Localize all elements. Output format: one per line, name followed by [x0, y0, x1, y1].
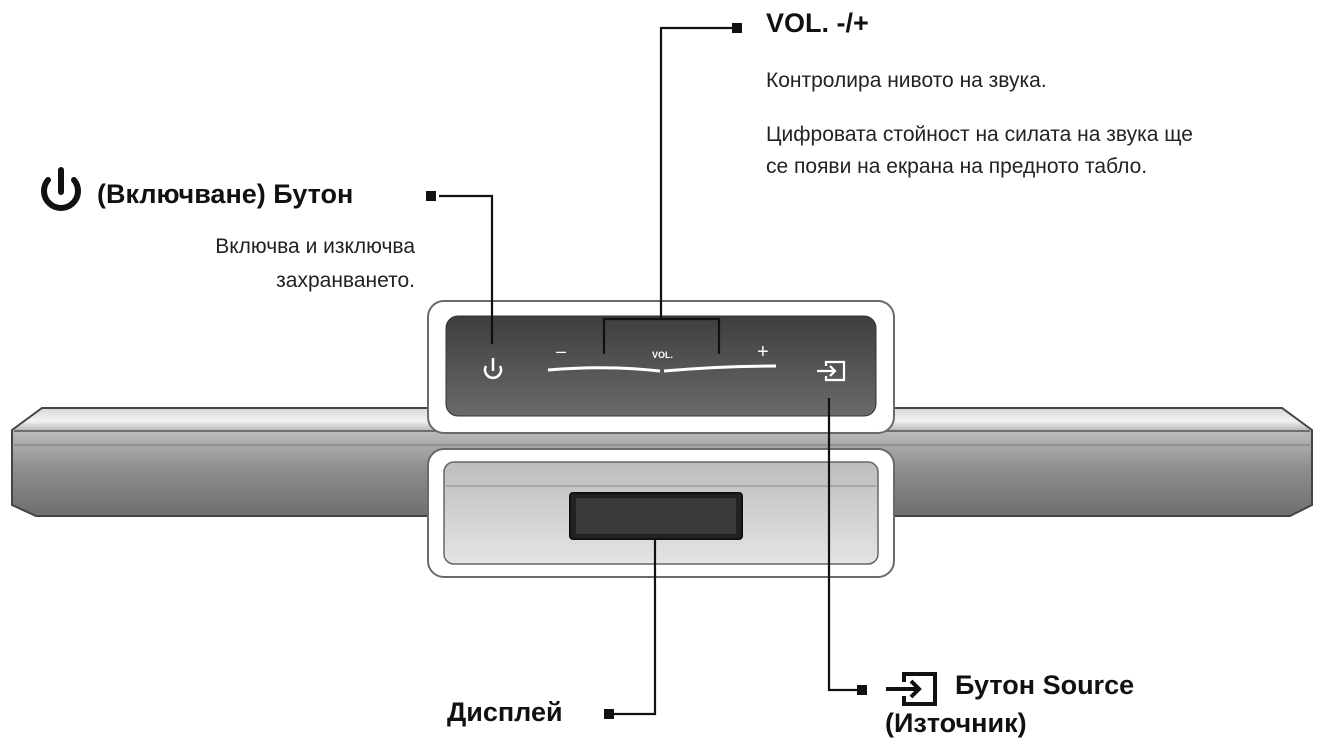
power-desc-line2: захранването.	[276, 269, 415, 292]
display-housing	[427, 448, 895, 578]
display-title: Дисплей	[447, 697, 563, 727]
vol-desc-line1: Контролира нивото на звука.	[766, 69, 1047, 92]
vol-desc-line2b: се появи на екрана на предното табло.	[766, 155, 1148, 178]
vol-title: VOL. -/+	[766, 8, 869, 38]
leader-lines	[439, 26, 860, 716]
power-icon	[41, 167, 81, 211]
power-title: (Включване) Бутон	[97, 179, 354, 209]
source-title-line2: (Източник)	[885, 708, 1027, 738]
panel-minus-label: –	[556, 341, 567, 361]
power-desc-line1: Включва и изключва	[215, 235, 415, 258]
panel-source-icon[interactable]	[817, 360, 846, 382]
panel-power-icon[interactable]	[483, 358, 503, 380]
control-panel	[427, 300, 895, 434]
panel-vol-label: VOL.	[652, 350, 674, 360]
source-input-icon	[886, 672, 937, 706]
vol-desc-line2a: Цифровата стойност на силата на звука ще	[766, 123, 1193, 146]
panel-volume-slider[interactable]	[547, 364, 777, 373]
panel-plus-label: +	[757, 341, 769, 363]
leader-markers	[426, 23, 867, 719]
source-title-line1: Бутон Source	[955, 670, 1135, 700]
